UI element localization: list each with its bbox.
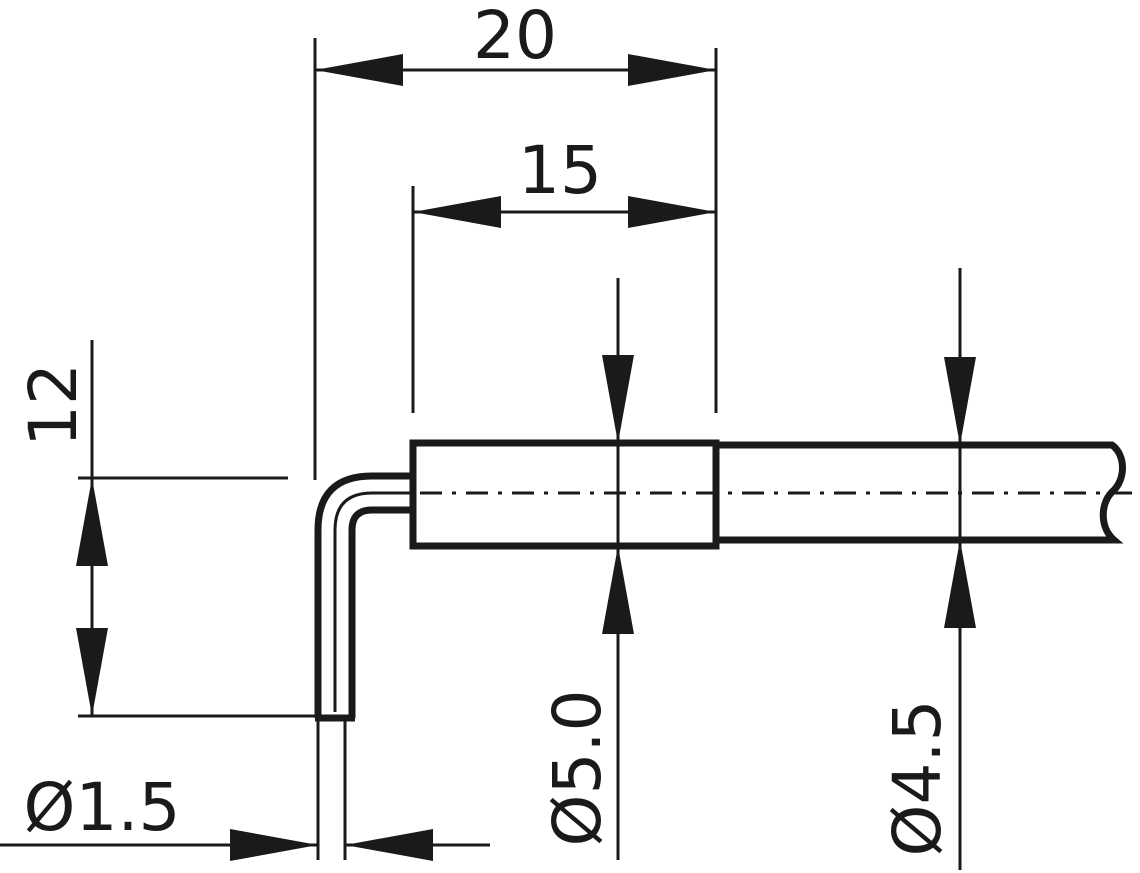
dimension-pin-diameter: Ø1.5 [0,769,490,861]
dim-label-15: 15 [518,132,602,209]
dim-label-12: 12 [15,363,92,447]
arrowhead [230,829,318,861]
arrowhead [76,478,108,566]
arrowhead [602,546,634,634]
arrowhead [345,829,433,861]
bent-pin-outer [314,472,413,718]
arrowhead [315,54,403,86]
dim-label-cable-dia: Ø4.5 [879,700,956,857]
part-outline [314,439,1140,860]
arrowhead [628,196,716,228]
bent-pin-midline [333,491,413,712]
bent-pin-inner [348,506,413,718]
arrowhead [944,540,976,628]
dimension-sleeve-diameter: Ø5.0 [539,355,634,846]
dimension-sleeve-length: 15 [413,132,716,228]
arrowhead [413,196,501,228]
arrowhead [944,357,976,445]
dimension-cable-diameter: Ø4.5 [879,357,976,856]
arrowhead [628,54,716,86]
arrowhead [602,355,634,443]
dimension-overall-length: 20 [315,0,716,86]
dim-label-pin-dia: Ø1.5 [24,769,181,846]
dim-label-sleeve-dia: Ø5.0 [539,690,616,847]
dimension-bend-height: 12 [15,340,108,716]
arrowhead [76,628,108,716]
dim-label-20: 20 [473,0,557,74]
